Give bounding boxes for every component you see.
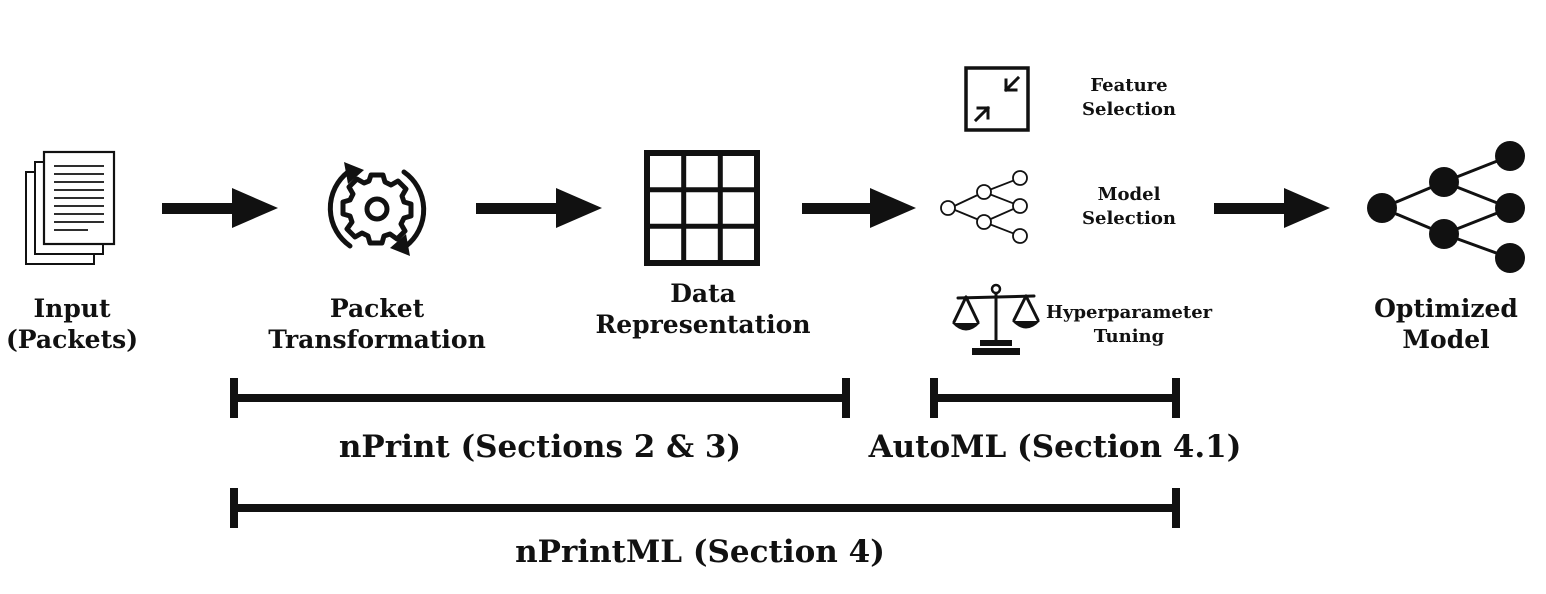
hyperparameter-tuning-line2: Tuning xyxy=(1093,326,1165,347)
model-selection-line2: Selection xyxy=(1082,208,1176,229)
optimized-model-line2: Model xyxy=(1402,325,1490,354)
packet-transformation-line1: Packet xyxy=(329,294,425,323)
packet-transformation-line2: Transformation xyxy=(268,325,486,354)
network-icon xyxy=(938,170,1030,246)
flow-arrow xyxy=(1214,188,1330,228)
grid-icon xyxy=(644,150,760,266)
feature-selection-label: Feature Selection xyxy=(1064,74,1194,122)
feature-selection-line1: Feature xyxy=(1090,75,1168,96)
model-selection-line1: Model xyxy=(1097,184,1161,205)
nprint-bracket xyxy=(228,378,852,418)
gear-cycle-icon xyxy=(318,150,436,268)
feature-selection-line2: Selection xyxy=(1082,99,1176,120)
input-label-line1: Input xyxy=(33,294,111,323)
hyperparameter-tuning-label: Hyperparameter Tuning xyxy=(1046,301,1212,349)
automl-bracket xyxy=(928,378,1182,418)
flow-arrow xyxy=(802,188,916,228)
nprintml-bracket-label: nPrintML (Section 4) xyxy=(515,534,885,570)
automl-bracket-label: AutoML (Section 4.1) xyxy=(868,429,1242,465)
hyperparameter-tuning-line1: Hyperparameter xyxy=(1046,302,1213,323)
input-label: Input (Packets) xyxy=(0,293,144,355)
model-selection-label: Model Selection xyxy=(1064,183,1194,231)
input-label-line2: (Packets) xyxy=(5,325,139,354)
packet-transformation-label: Packet Transformation xyxy=(266,293,488,355)
nprintml-bracket xyxy=(228,488,1182,528)
flow-arrow xyxy=(162,188,278,228)
flow-arrow xyxy=(476,188,602,228)
data-representation-label: Data Representation xyxy=(592,278,814,340)
nprint-bracket-label: nPrint (Sections 2 & 3) xyxy=(338,429,742,465)
documents-icon xyxy=(22,150,118,268)
balance-scale-icon xyxy=(948,280,1044,356)
minimize-icon xyxy=(964,66,1030,132)
data-representation-line2: Representation xyxy=(595,310,811,339)
neural-network-icon xyxy=(1364,140,1528,276)
optimized-model-label: Optimized Model xyxy=(1366,293,1526,355)
optimized-model-line1: Optimized xyxy=(1374,294,1518,323)
data-representation-line1: Data xyxy=(670,279,736,308)
